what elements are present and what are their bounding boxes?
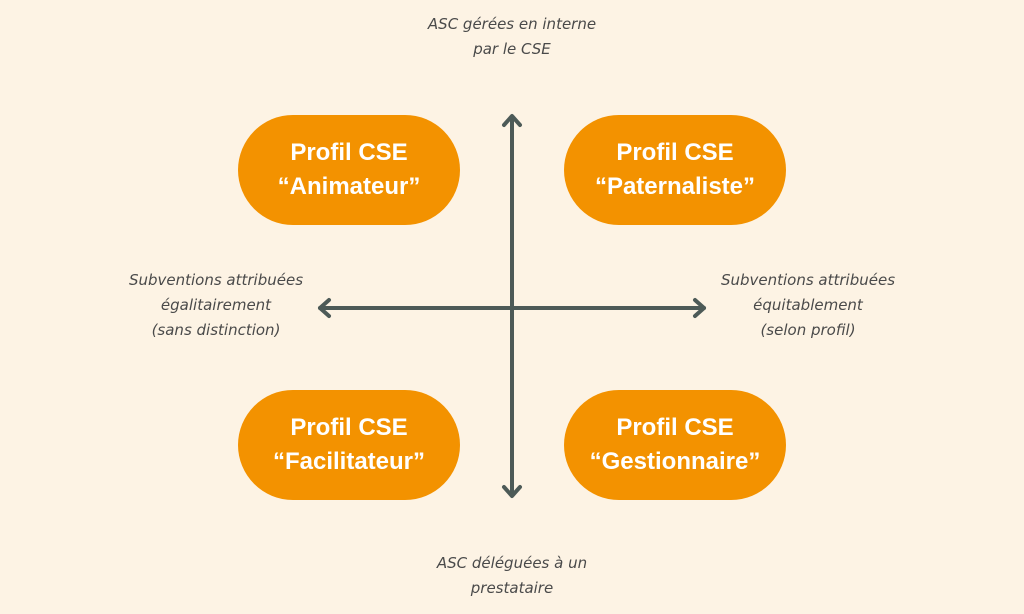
profile-paternaliste: Profil CSE “Paternaliste” [564,115,786,225]
axis-label-left: Subventions attribuées égalitairement (s… [128,271,304,339]
profile-animateur: Profil CSE “Animateur” [238,115,460,225]
profile-gestionnaire: Profil CSE “Gestionnaire” [564,390,786,500]
axis-label-bottom: ASC déléguées à un prestataire [436,554,588,597]
axis-label-top: ASC gérées en interne par le CSE [427,15,597,58]
arrow-right-icon [693,298,706,318]
axis-label-right: Subventions attribuées équitablement (se… [720,271,896,339]
profile-facilitateur: Profil CSE “Facilitateur” [238,390,460,500]
arrow-up-icon [502,114,522,127]
arrow-down-icon [502,485,522,498]
arrow-left-icon [318,298,331,318]
